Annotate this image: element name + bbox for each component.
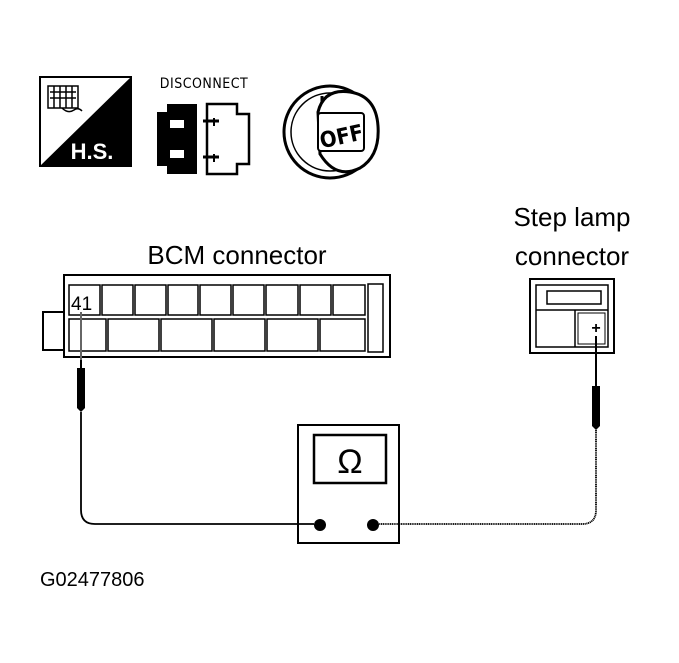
bcm-test-probe bbox=[77, 312, 85, 412]
step-lamp-label-line1: Step lamp bbox=[513, 202, 630, 232]
bcm-terminal-number: 41 bbox=[71, 294, 92, 315]
ohmmeter-symbol: Ω bbox=[337, 443, 362, 481]
figure-id: G02477806 bbox=[40, 569, 145, 591]
bcm-connector bbox=[42, 274, 391, 358]
lead-wire-left bbox=[80, 412, 314, 525]
disconnect-icon: DISCONNECT bbox=[157, 76, 251, 176]
meter-negative-jack bbox=[314, 519, 326, 531]
step-lamp-terminal-plus: + bbox=[591, 320, 600, 337]
disconnect-icon-label: DISCONNECT bbox=[160, 76, 248, 92]
hs-icon: H.S. bbox=[39, 76, 132, 167]
step-lamp-label-line2: connector bbox=[515, 241, 630, 271]
meter-positive-jack bbox=[367, 519, 379, 531]
ignition-off-icon: OFF bbox=[282, 84, 380, 180]
hs-icon-label: H.S. bbox=[71, 139, 114, 164]
step-lamp-connector bbox=[529, 278, 615, 354]
step-lamp-test-probe bbox=[592, 336, 600, 430]
bcm-connector-label: BCM connector bbox=[147, 240, 327, 270]
lead-wire-right bbox=[379, 430, 597, 525]
